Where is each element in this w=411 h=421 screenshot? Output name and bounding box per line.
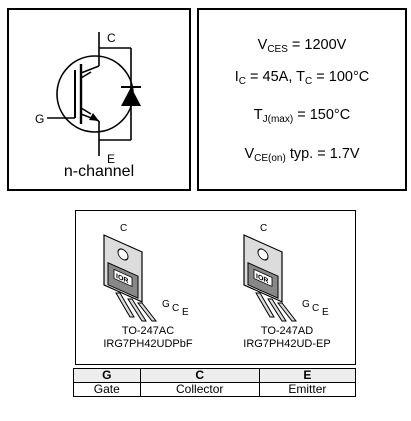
pkg-pin-c-top: C: [260, 223, 267, 234]
pin-g-label: G: [35, 112, 44, 126]
igbt-symbol-diagram: C G E: [35, 31, 141, 166]
pkg-pin-e: E: [182, 307, 189, 318]
package-2-type: TO-247AD: [260, 325, 314, 337]
spec-vces: VCES = 1200V: [257, 37, 347, 55]
pkg-pin-c: C: [172, 303, 179, 314]
symbol-panel: C G E n-channel: [7, 8, 191, 191]
package-2-label: TO-247AD IRG7PH42UD-EP: [217, 325, 357, 351]
pkg-pin-g: G: [162, 299, 170, 310]
package-1-label: TO-247AC IRG7PH42UDPbF: [78, 325, 218, 351]
spec-panel: VCES = 1200V IC = 45A, TC = 100°C TJ(max…: [197, 8, 407, 191]
pkg-pin-c: C: [312, 303, 319, 314]
channel-type: n-channel: [63, 163, 135, 180]
spec-tj: TJ(max) = 150°C: [253, 107, 351, 125]
pkg-pin-e: E: [322, 307, 329, 318]
diode-icon: [121, 87, 141, 106]
package-1-part: IRG7PH42UDPbF: [103, 338, 193, 350]
pin-name-emitter: Emitter: [258, 382, 357, 397]
to247-package-drawing: C IOR G C E: [243, 223, 329, 322]
emitter-arrow-icon: [89, 113, 99, 121]
spec-ic: IC = 45A, TC = 100°C: [234, 69, 370, 87]
package-panel: C IOR G C E TO-247AC IRG7PH42UDPbF C IOR: [75, 210, 356, 365]
package-2-part: IRG7PH42UD-EP: [243, 338, 331, 350]
package-1-type: TO-247AC: [121, 325, 175, 337]
pkg-pin-c-top: C: [120, 223, 127, 234]
pin-assignment-table: G C E Gate Collector Emitter: [73, 368, 357, 397]
spec-vce-on: VCE(on) typ. = 1.7V: [244, 146, 360, 164]
table-header-row: G C E: [73, 368, 357, 383]
pin-c-label: C: [107, 31, 116, 45]
pin-name-gate: Gate: [73, 382, 141, 397]
table-row: Gate Collector Emitter: [73, 382, 357, 397]
pin-e-label: E: [107, 152, 115, 166]
pin-header-c: C: [139, 368, 260, 383]
pin-header-e: E: [258, 368, 357, 383]
pin-name-collector: Collector: [139, 382, 260, 397]
pin-header-g: G: [73, 368, 141, 383]
to247-package-drawing: C IOR G C E: [103, 223, 189, 322]
pkg-pin-g: G: [302, 299, 310, 310]
